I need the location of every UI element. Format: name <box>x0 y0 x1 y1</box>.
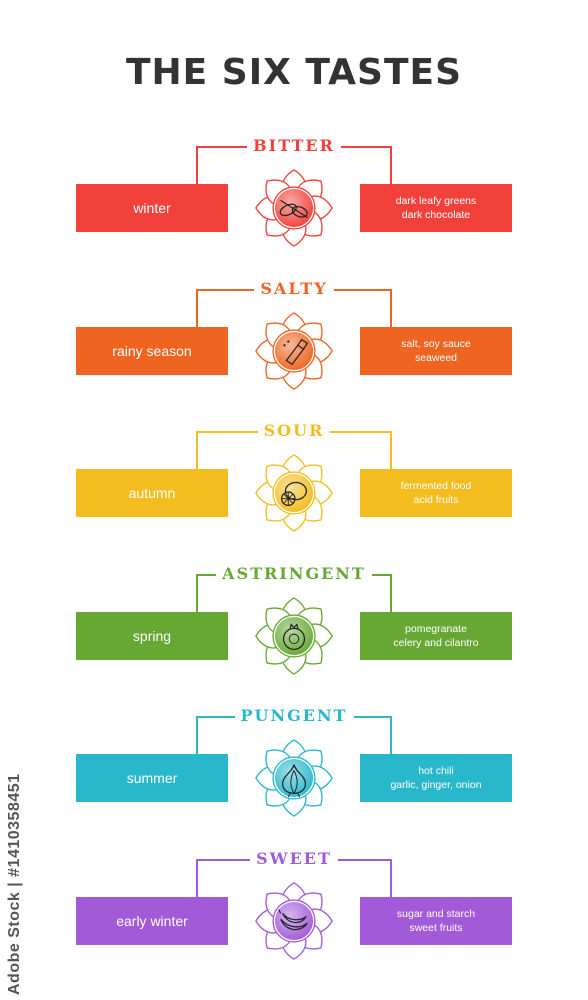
taste-name: SOUR <box>257 421 331 441</box>
season-label: winter <box>133 200 171 216</box>
pomegranate-icon <box>254 594 334 678</box>
season-box: early winter <box>76 897 228 945</box>
season-box: autumn <box>76 469 228 518</box>
taste-row-sweet: SWEET early winter sugar and starch sweet f… <box>0 849 588 979</box>
connector-right <box>330 146 392 184</box>
food-item: seaweed <box>414 351 458 364</box>
foods-box: dark leafy greens dark chocolate <box>360 184 512 232</box>
connector-right <box>330 288 392 327</box>
taste-name: SWEET <box>250 849 338 868</box>
bananas-icon <box>254 879 334 963</box>
season-label: summer <box>126 770 178 787</box>
taste-name: BITTER <box>247 136 341 155</box>
food-item: pomegranate <box>405 622 467 635</box>
food-item: dark leafy greens <box>395 195 477 207</box>
connector-right <box>330 859 392 897</box>
connector-left <box>196 146 258 184</box>
onion-icon <box>254 736 334 820</box>
season-label: autumn <box>128 485 176 502</box>
season-box: spring <box>76 611 228 660</box>
season-label: spring <box>132 627 172 644</box>
season-box: winter <box>76 184 228 232</box>
connector-right <box>330 431 392 470</box>
food-item: sugar and starch <box>396 908 476 920</box>
taste-name: SALTY <box>254 278 334 298</box>
food-item: hot chili <box>418 765 454 778</box>
season-label: early winter <box>116 913 188 929</box>
taste-row-bitter: BITTER winter dark leafy greens dark chocol… <box>0 136 588 266</box>
food-item: garlic, ginger, onion <box>390 779 482 792</box>
season-label: rainy season <box>112 342 192 359</box>
connector-left <box>196 716 258 755</box>
season-box: summer <box>76 754 228 803</box>
connector-left <box>196 431 258 470</box>
salt-shaker-icon <box>254 309 334 393</box>
herb-leaves-icon <box>254 166 334 250</box>
stock-watermark: Adobe Stock | #1410358451 <box>6 773 23 995</box>
foods-box: sugar and starch sweet fruits <box>360 897 512 945</box>
season-box: rainy season <box>76 326 228 375</box>
food-item: celery and cilantro <box>393 636 479 649</box>
lemon-icon <box>254 451 334 535</box>
connector-left <box>196 288 258 327</box>
taste-name: ASTRINGENT <box>216 563 372 583</box>
food-item: dark chocolate <box>401 209 471 221</box>
page-title: THE SIX TASTES <box>125 52 463 93</box>
food-item: fermented food <box>400 480 472 493</box>
connector-left <box>196 859 258 897</box>
food-item: acid fruits <box>413 494 459 507</box>
taste-name: PUNGENT <box>234 706 354 726</box>
food-item: salt, soy sauce <box>401 337 471 350</box>
connector-right <box>330 716 392 755</box>
food-item: sweet fruits <box>409 922 463 934</box>
